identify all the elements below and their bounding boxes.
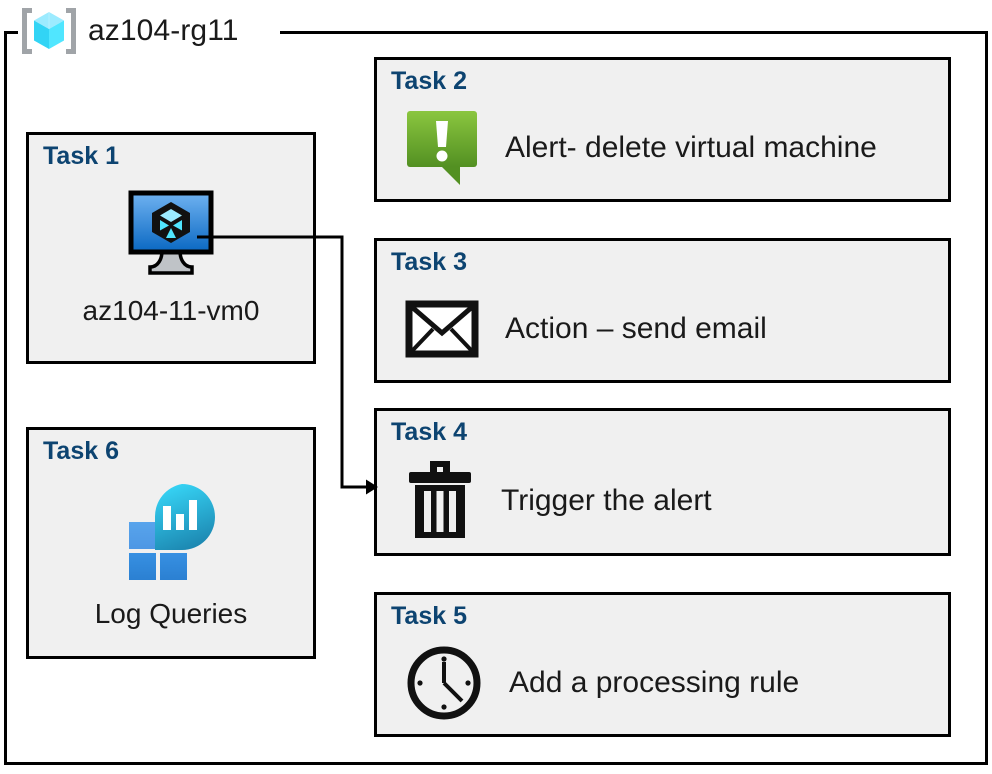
task2-card[interactable]: Task 2 Alert- delete virtual machine (374, 57, 951, 202)
task4-label: Task 4 (391, 418, 467, 446)
task1-caption: az104-11-vm0 (82, 295, 260, 326)
resource-group-border-top-left (4, 31, 18, 34)
task3-row: Action – send email (405, 285, 938, 372)
task1-label: Task 1 (43, 142, 119, 170)
task5-label: Task 5 (391, 602, 467, 630)
envelope-icon (405, 300, 479, 357)
task5-row: Add a processing rule (405, 639, 938, 726)
task2-row: Alert- delete virtual machine (405, 104, 938, 191)
resource-group-header: az104-rg11 (18, 4, 239, 58)
task3-caption: Action – send email (505, 312, 767, 345)
resource-group-border-left (4, 31, 7, 765)
task3-label: Task 3 (391, 248, 467, 276)
clock-icon (407, 646, 481, 719)
task4-card[interactable]: Task 4 Trigger the alert (374, 408, 951, 556)
resource-group-cube-icon (22, 8, 76, 54)
task2-caption: Alert- delete virtual machine (505, 131, 877, 164)
task5-caption: Add a processing rule (509, 666, 800, 699)
task3-card[interactable]: Task 3 Action – send email (374, 238, 951, 383)
task6-card[interactable]: Task 6 Log Queries (26, 427, 316, 659)
resource-group-border-right (985, 31, 988, 765)
resource-group-border-bottom (4, 762, 988, 765)
task2-label: Task 2 (391, 67, 467, 95)
task4-row: Trigger the alert (405, 455, 938, 545)
alert-exclamation-bubble-icon (407, 110, 477, 185)
task6-label: Task 6 (43, 437, 119, 465)
virtual-machine-icon (128, 190, 214, 275)
log-analytics-icon (129, 484, 215, 580)
task5-card[interactable]: Task 5 Add a processing rule (374, 592, 951, 737)
task1-card[interactable]: Task 1 az104-11-vm0 (26, 132, 316, 364)
task6-caption: Log Queries (94, 598, 248, 629)
resource-group-border-top-right (280, 31, 988, 34)
task4-caption: Trigger the alert (501, 483, 712, 517)
resource-group-title: az104-rg11 (88, 14, 239, 47)
trash-can-icon (409, 461, 471, 538)
